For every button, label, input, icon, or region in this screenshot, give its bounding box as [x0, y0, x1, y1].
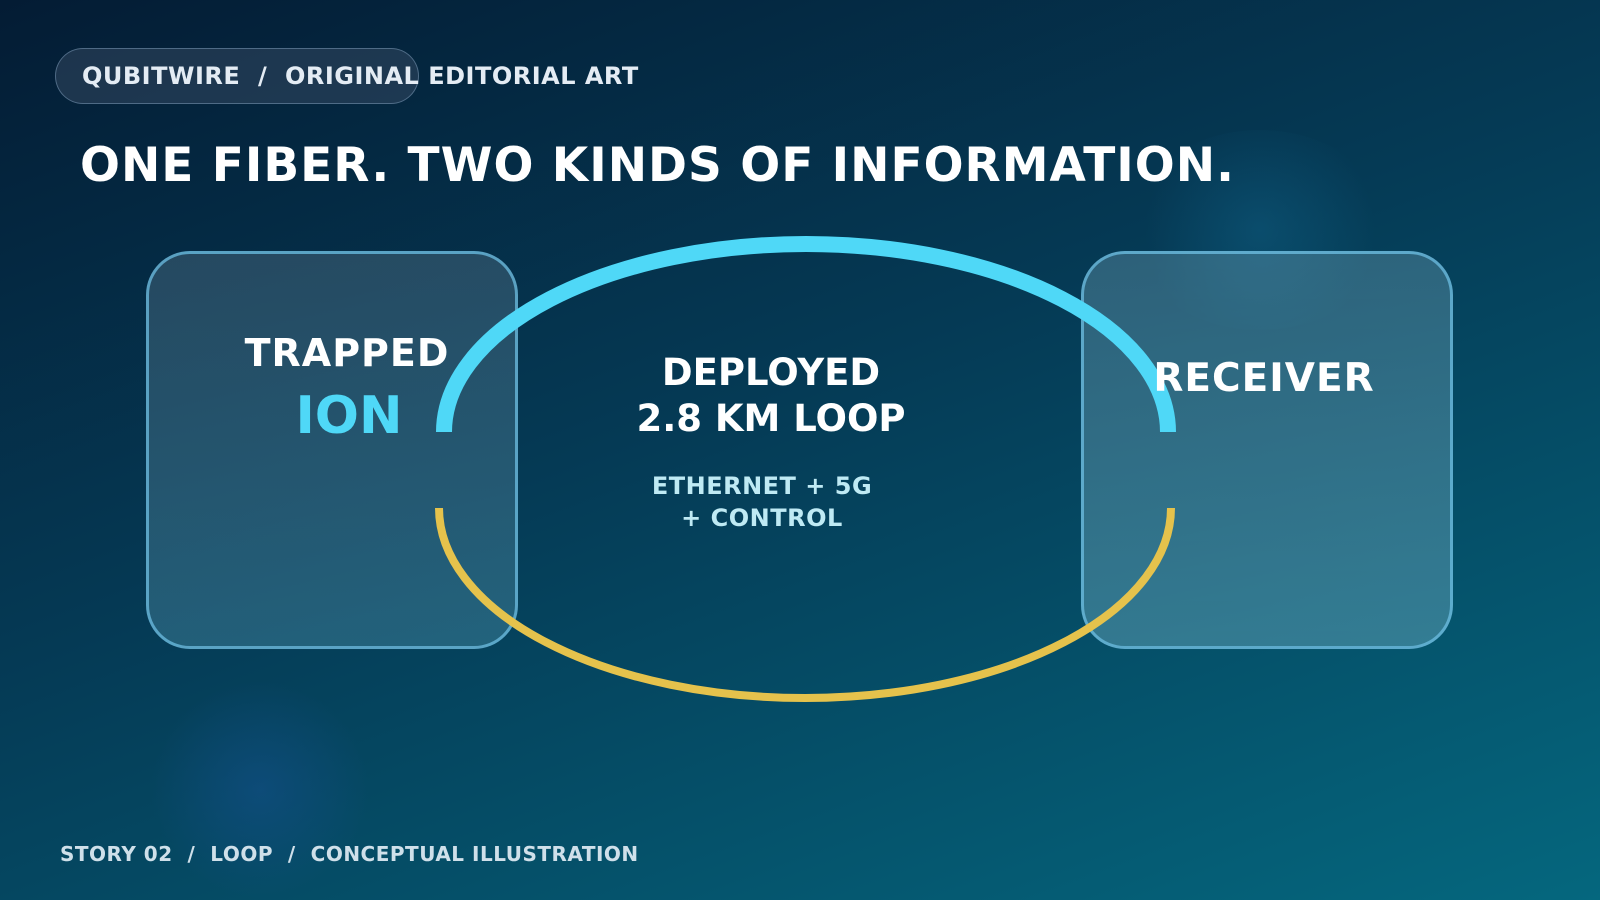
ion-label: ION: [295, 386, 403, 446]
trapped-label: TRAPPED: [244, 331, 450, 375]
fiber-upper-arc: [436, 236, 1176, 433]
loop-traffic-label: ETHERNET + 5G + CONTROL: [651, 472, 873, 532]
fiber-lower-arc: [435, 507, 1175, 703]
loop-title: DEPLOYED 2.8 KM LOOP: [636, 351, 906, 440]
source-badge: [55, 48, 419, 104]
background-glow: [1130, 130, 1390, 330]
background-glow: [150, 680, 370, 900]
source-badge-label: QUBITWIRE / ORIGINAL EDITORIAL ART: [82, 62, 639, 90]
page-title: ONE FIBER. TWO KINDS OF INFORMATION.: [80, 138, 1235, 193]
receiver-label: RECEIVER: [1153, 356, 1375, 401]
footer-credit: STORY 02 / LOOP / CONCEPTUAL ILLUSTRATIO…: [60, 842, 639, 866]
trapped-ion-node: [146, 251, 518, 649]
